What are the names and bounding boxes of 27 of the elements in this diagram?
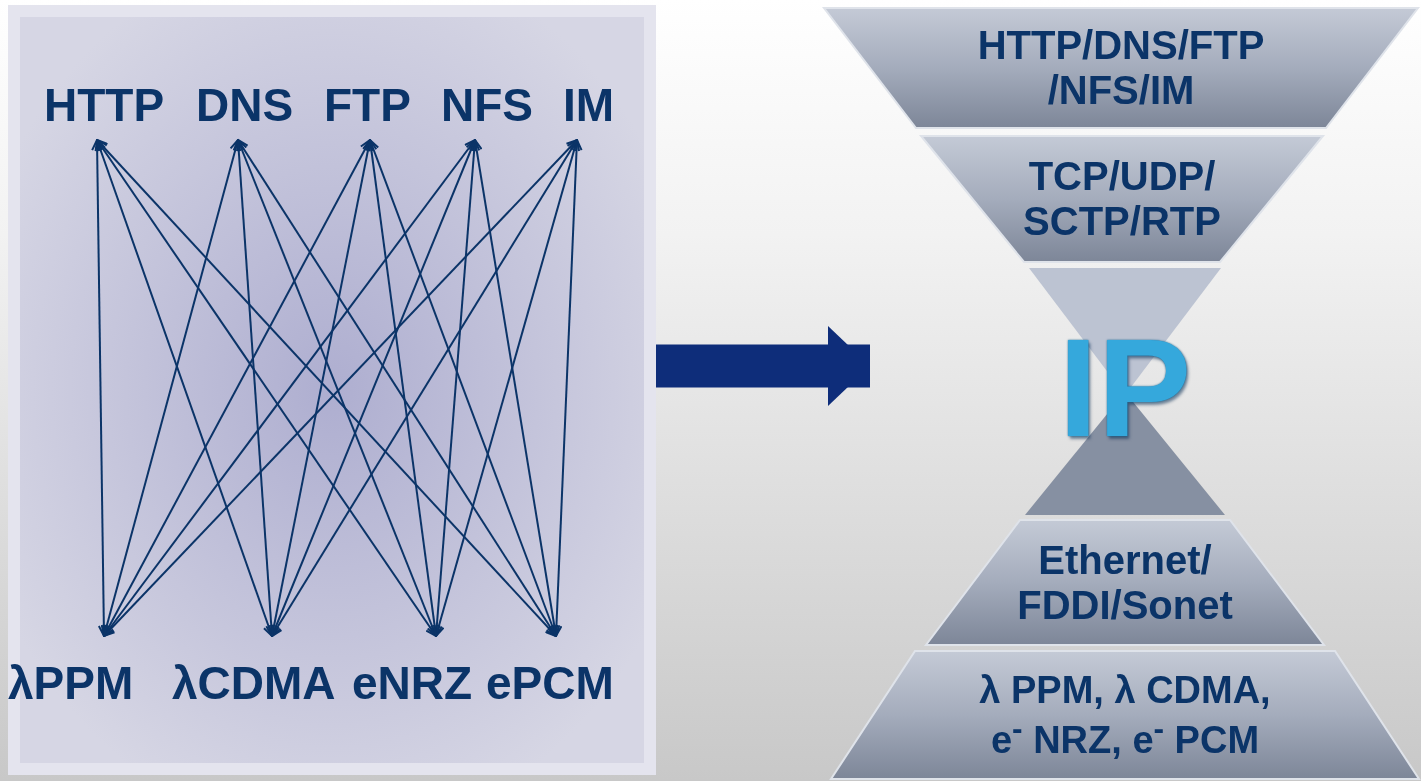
hourglass-band [822,8,1420,128]
arrow [550,139,583,637]
protocol-label: λCDMA [172,636,348,712]
band-label: TCP/UDP/ SCTP/RTP [1022,154,1222,244]
arrow [432,139,581,637]
block-arrow [656,326,870,406]
hourglass-band [920,136,1324,262]
protocol-label: λPPM [8,636,164,712]
band-label: λ PPM, λ CDMA, e$^{-}$ NRZ, e$^{-}$ PCM [978,668,1272,762]
protocol-label: eNRZ [352,636,484,712]
protocol-label: DNS [196,82,298,140]
protocol-label: IM [563,82,619,140]
arrow [367,139,559,637]
hourglass-band [830,651,1420,779]
band-label: HTTP/DNS/FTP /NFS/IM [976,23,1266,113]
arrow [430,139,481,637]
panel-background [8,5,656,775]
arrow [237,139,557,637]
protocol-label: NFS [441,82,537,140]
layer-label: IP [870,338,1250,438]
arrow [100,139,242,637]
arrow [271,139,578,637]
arrow [470,139,561,637]
protocol-label: ePCM [486,636,632,712]
protocol-label: HTTP [44,82,170,140]
band-label: Ethernet/ FDDI/Sonet [1016,537,1234,628]
protocol-label: FTP [324,82,416,140]
